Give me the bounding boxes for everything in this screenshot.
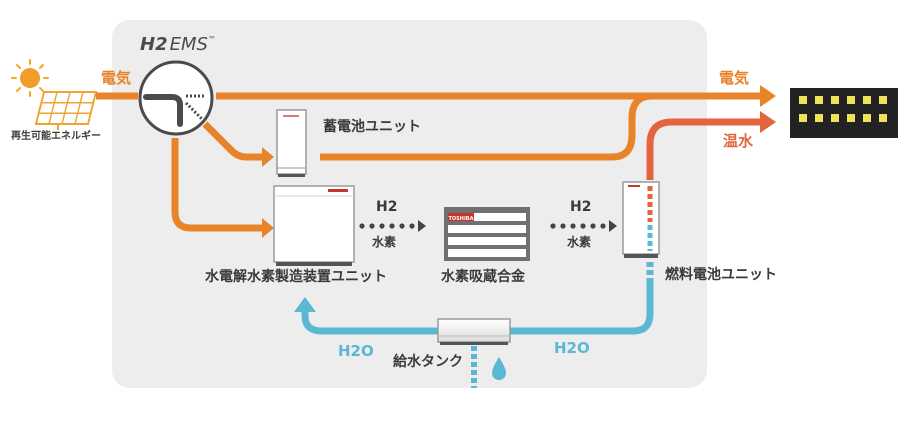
- fuel-cell-unit-icon: [622, 181, 660, 258]
- h2-right-formula: H2: [570, 199, 592, 215]
- hot-water-label: 温水: [723, 132, 754, 150]
- water-tank-label: 給水タンク: [393, 354, 463, 370]
- hydrogen-alloy-icon: [444, 207, 530, 261]
- battery-unit-label: 蓄電池ユニット: [323, 119, 421, 135]
- renewable-energy-label: 再生可能エネルギー: [11, 131, 101, 142]
- sun-icon: [11, 59, 49, 97]
- electricity-out-label: 電気: [719, 69, 750, 87]
- ems-brand-tm: ™: [207, 35, 216, 44]
- water-tank-icon: [437, 318, 511, 345]
- h2o-right-label: H2O: [554, 339, 590, 357]
- h2-right-name: 水素: [567, 235, 592, 249]
- water-flow: [301, 262, 654, 335]
- toshiba-logo: [328, 189, 348, 192]
- hot-water-arrowhead: [760, 111, 776, 133]
- electricity-out-arrowhead: [760, 85, 776, 107]
- hot-water-flow: [646, 118, 760, 180]
- h2-flow-right: [550, 220, 617, 232]
- solar-panel-icon: [34, 91, 98, 125]
- h2-flow-left: [359, 220, 426, 232]
- ems-brand-h2: H2: [140, 34, 168, 55]
- water-drop-icon: [492, 357, 506, 380]
- electricity-in-label: 電気: [101, 69, 132, 87]
- ems-brand-ems: EMS: [169, 34, 208, 55]
- hydrogen-alloy-label: 水素吸蔵合金: [441, 269, 525, 285]
- building-icon: [790, 88, 898, 138]
- battery-unit-icon: [276, 109, 307, 177]
- ems-controller-icon: [138, 60, 214, 136]
- electrolysis-unit-label: 水電解水素製造装置ユニット: [205, 269, 387, 285]
- electricity-flow: [96, 92, 760, 232]
- toshiba-logo-text: TOSHIBA: [449, 216, 474, 222]
- water-return-arrowhead: [294, 297, 316, 312]
- h2-left-name: 水素: [372, 235, 397, 249]
- fuel-cell-unit-label: 燃料電池ユニット: [665, 267, 777, 283]
- h2o-left-label: H2O: [338, 342, 374, 360]
- h2-left-formula: H2: [376, 199, 398, 215]
- system-panel: [112, 20, 707, 388]
- electrolyzer-unit-icon: [273, 185, 355, 266]
